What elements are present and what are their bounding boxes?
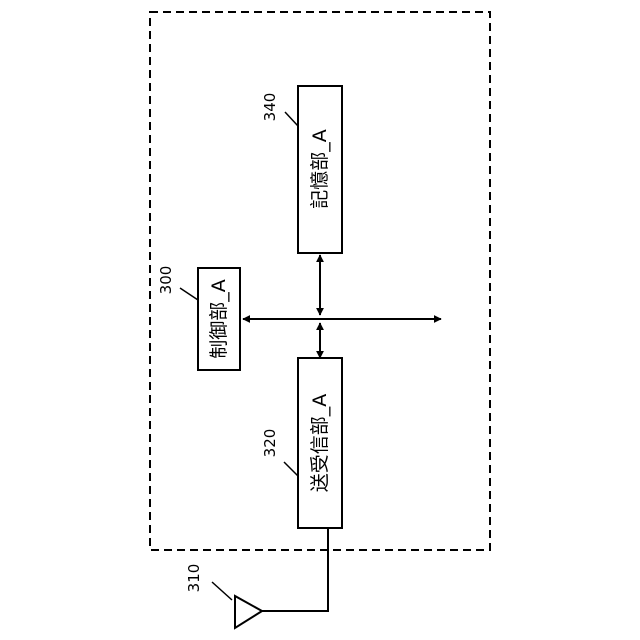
antenna-icon [235,596,262,628]
memory-ref-number: 340 [261,93,279,122]
control-ref-leader [180,288,198,300]
control-label: 制御部_A [208,279,230,359]
antenna-ref-leader [212,582,232,600]
antenna-feed-line [262,528,328,611]
transceiver-ref-leader [284,462,298,476]
memory-label: 記憶部_A [309,129,331,209]
transceiver-label: 送受信部_A [309,394,331,493]
transceiver-ref-number: 320 [261,429,279,458]
antenna-ref-number: 310 [185,564,203,593]
transceiver-block: 送受信部_A [298,358,342,528]
memory-ref-leader [285,112,298,126]
memory-block: 記憶部_A [298,86,342,253]
control-block: 制御部_A [198,268,240,370]
control-ref-number: 300 [157,266,175,295]
